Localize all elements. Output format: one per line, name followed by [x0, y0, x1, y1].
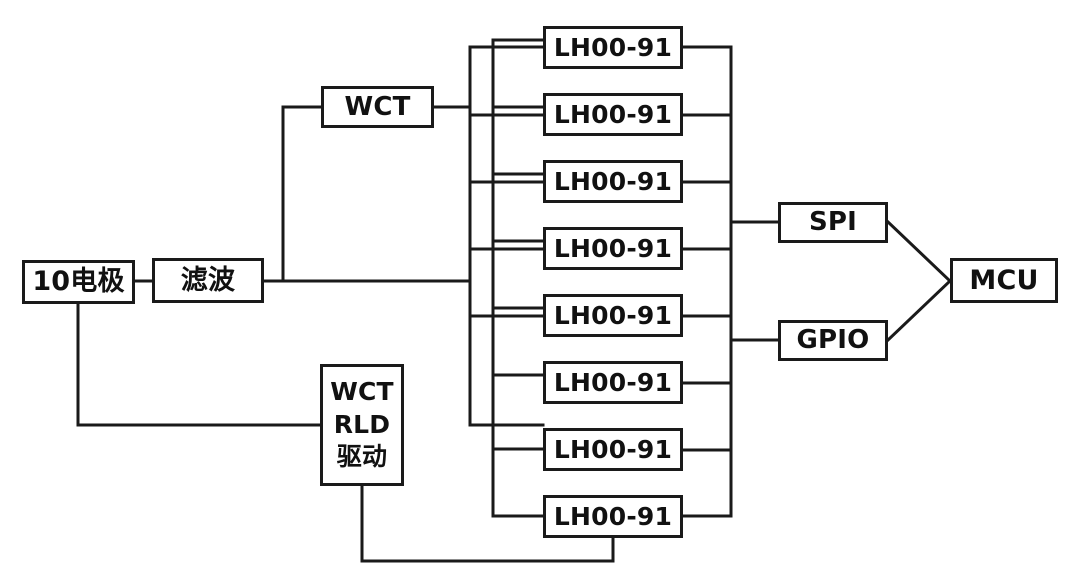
block-afe-3[interactable]: LH00-91 [543, 160, 683, 203]
block-wct-rld-drive[interactable]: WCT RLD 驱动 [320, 364, 404, 486]
block-spi[interactable]: SPI [778, 202, 888, 243]
connector-filter-up-to-wct [281, 105, 323, 283]
block-label-mcu: MCU [969, 264, 1039, 296]
block-filter[interactable]: 滤波 [152, 258, 264, 303]
block-label-afe-6: LH00-91 [553, 367, 673, 397]
block-label-afe-3: LH00-91 [553, 166, 673, 196]
connector-gpio-to-mcu [885, 278, 953, 343]
block-afe-6[interactable]: LH00-91 [543, 361, 683, 404]
connector-spi-to-mcu [885, 219, 953, 284]
block-label-afe-1: LH00-91 [553, 32, 673, 62]
block-label-wct-rld-drive: WCT RLD 驱动 [330, 377, 394, 472]
block-label-gpio: GPIO [796, 325, 870, 356]
block-label-filter: 滤波 [180, 264, 236, 296]
block-label-afe-4: LH00-91 [553, 233, 673, 263]
connector-electrodes-down-to-rld [76, 302, 322, 427]
block-label-afe-2: LH00-91 [553, 99, 673, 129]
block-electrodes[interactable]: 10电极 [22, 260, 135, 304]
block-label-afe-8: LH00-91 [553, 501, 673, 531]
block-afe-8[interactable]: LH00-91 [543, 495, 683, 538]
block-label-electrodes: 10电极 [32, 266, 125, 298]
block-label-afe-5: LH00-91 [553, 300, 673, 330]
block-label-wct: WCT [344, 91, 411, 122]
block-mcu[interactable]: MCU [950, 258, 1058, 303]
block-wct[interactable]: WCT [321, 86, 434, 128]
block-afe-5[interactable]: LH00-91 [543, 294, 683, 337]
block-afe-7[interactable]: LH00-91 [543, 428, 683, 471]
block-label-spi: SPI [808, 207, 858, 238]
block-gpio[interactable]: GPIO [778, 320, 888, 361]
block-afe-1[interactable]: LH00-91 [543, 26, 683, 69]
block-afe-2[interactable]: LH00-91 [543, 93, 683, 136]
connector-rld-out-to-afe8 [360, 484, 615, 563]
block-label-afe-7: LH00-91 [553, 434, 673, 464]
block-afe-4[interactable]: LH00-91 [543, 227, 683, 270]
